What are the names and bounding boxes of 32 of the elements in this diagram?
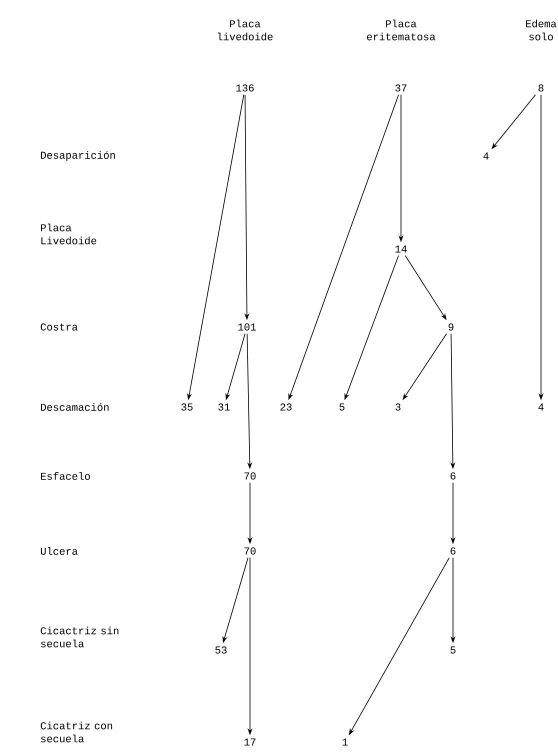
count-number: 23 [280, 403, 292, 411]
row-label: Cicactriz sin secuela [40, 626, 118, 648]
count-number: 8 [538, 84, 544, 92]
count-number: 4 [483, 152, 489, 160]
count-number: 5 [340, 403, 344, 410]
count-number: 101 [238, 323, 256, 331]
row-label: Ulcera [40, 547, 78, 555]
row-label: Costra [40, 323, 78, 331]
count-number: 4 [538, 404, 544, 410]
count-number: 6 [450, 547, 456, 555]
count-number: 53 [215, 646, 227, 654]
row-label: Descamación [41, 403, 109, 411]
column-heading: Edema solo [526, 20, 556, 40]
column-heading: Placa eritematosa [367, 20, 436, 40]
count-number: 70 [244, 547, 256, 555]
count-number: 5 [450, 646, 456, 654]
count-number: 136 [236, 84, 254, 92]
count-number: 17 [244, 738, 256, 746]
count-number: 14 [395, 246, 407, 252]
count-number: 1 [342, 738, 348, 746]
row-label: Esfacelo [41, 472, 90, 480]
row-label: Placa Livedoide [41, 224, 96, 244]
row-label: Cicatriz con secuela [40, 722, 112, 742]
count-number: 31 [218, 403, 230, 411]
count-number: 37 [395, 84, 406, 92]
count-number: 9 [448, 323, 454, 331]
column-heading: Placa livedoide [218, 20, 273, 40]
count-number: 35 [181, 403, 193, 411]
count-number: 70 [244, 472, 256, 480]
count-number: 6 [450, 472, 456, 480]
count-number: 3 [396, 403, 400, 411]
row-label: Desaparición [41, 151, 115, 161]
